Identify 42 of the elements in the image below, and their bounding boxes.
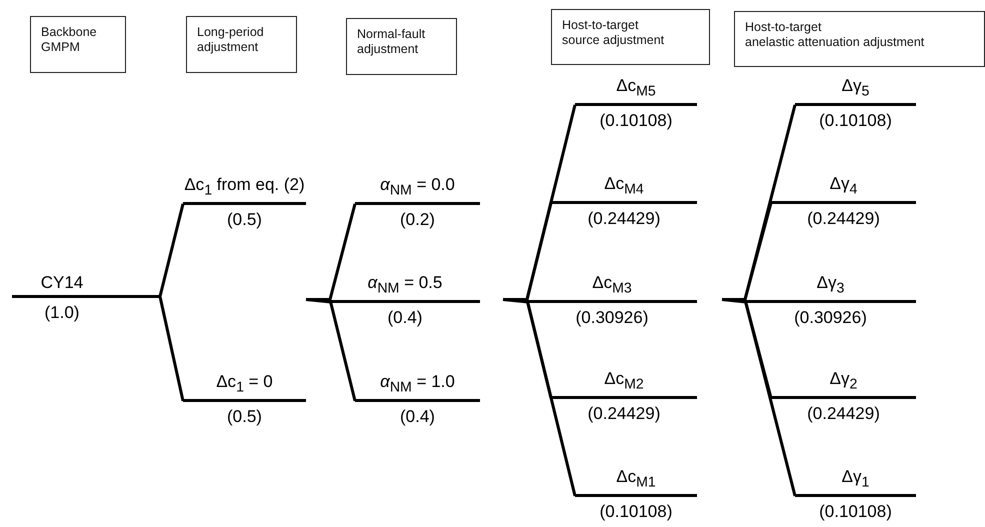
branch-weight: (0.4) — [386, 307, 424, 330]
branch-weight: (0.24429) — [806, 403, 881, 426]
branch-weight: (0.24429) — [586, 208, 662, 230]
category-header-box: Host-to-target source adjustment — [551, 9, 710, 65]
branch-label: Δγ$_{2}$ — [828, 368, 858, 394]
branch-weight: (0.24429) — [586, 403, 662, 426]
category-header-box: Host-to-target anelastic attenuation adjustment — [734, 11, 985, 67]
branch-label: Δγ$_{3}$ — [816, 272, 846, 298]
branch-connector — [722, 298, 746, 304]
branch-connector — [158, 204, 184, 297]
branch-label: Δc$_{M1}$ — [615, 466, 657, 492]
branch-weight: (1.0) — [44, 302, 80, 324]
branch-connector — [502, 298, 528, 304]
branch-label: Δc$_{M5}$ — [615, 75, 657, 102]
branch-label: Δc$_{1}$ from eq. (2) — [183, 174, 306, 200]
branch-weight: (0.10108) — [598, 501, 674, 524]
branch-label: Δγ$_{1}$ — [840, 466, 870, 492]
branch-weight: (0.10108) — [818, 110, 893, 132]
branch-weight: (0.30926) — [574, 307, 650, 330]
branch-label: Δγ$_{5}$ — [840, 75, 870, 102]
branch-connector — [306, 298, 330, 304]
branch-label: α$_{NM}$ = 0.0 — [379, 174, 456, 200]
branch-label: Δc$_{M2}$ — [603, 368, 645, 394]
branch-weight: (0.24429) — [806, 208, 881, 230]
branch-weight: (0.5) — [226, 209, 263, 232]
branch-label: Δc$_{1}$ = 0 — [215, 371, 274, 398]
branch-label: Δγ$_{4}$ — [828, 173, 858, 200]
branch-connector — [158, 296, 184, 402]
branch-label: Δc$_{M4}$ — [603, 173, 645, 200]
category-header-box: Normal-fault adjustment — [346, 18, 457, 75]
category-header-box: Backbone GMPM — [30, 16, 126, 73]
branch-label: Δc$_{M3}$ — [591, 272, 633, 298]
branch-weight: (0.10108) — [818, 501, 893, 524]
branch-label: CY14 — [40, 272, 84, 294]
branch-weight: (0.4) — [399, 406, 436, 428]
branch-label: α$_{NM}$ = 1.0 — [379, 371, 456, 398]
branch-weight: (0.30926) — [793, 307, 868, 330]
branch-weight: (0.5) — [226, 406, 263, 428]
branch-weight: (0.2) — [399, 209, 436, 232]
category-header-box: Long-period adjustment — [186, 16, 297, 73]
branch-weight: (0.10108) — [598, 110, 674, 132]
branch-label: α$_{NM}$ = 0.5 — [366, 272, 444, 298]
